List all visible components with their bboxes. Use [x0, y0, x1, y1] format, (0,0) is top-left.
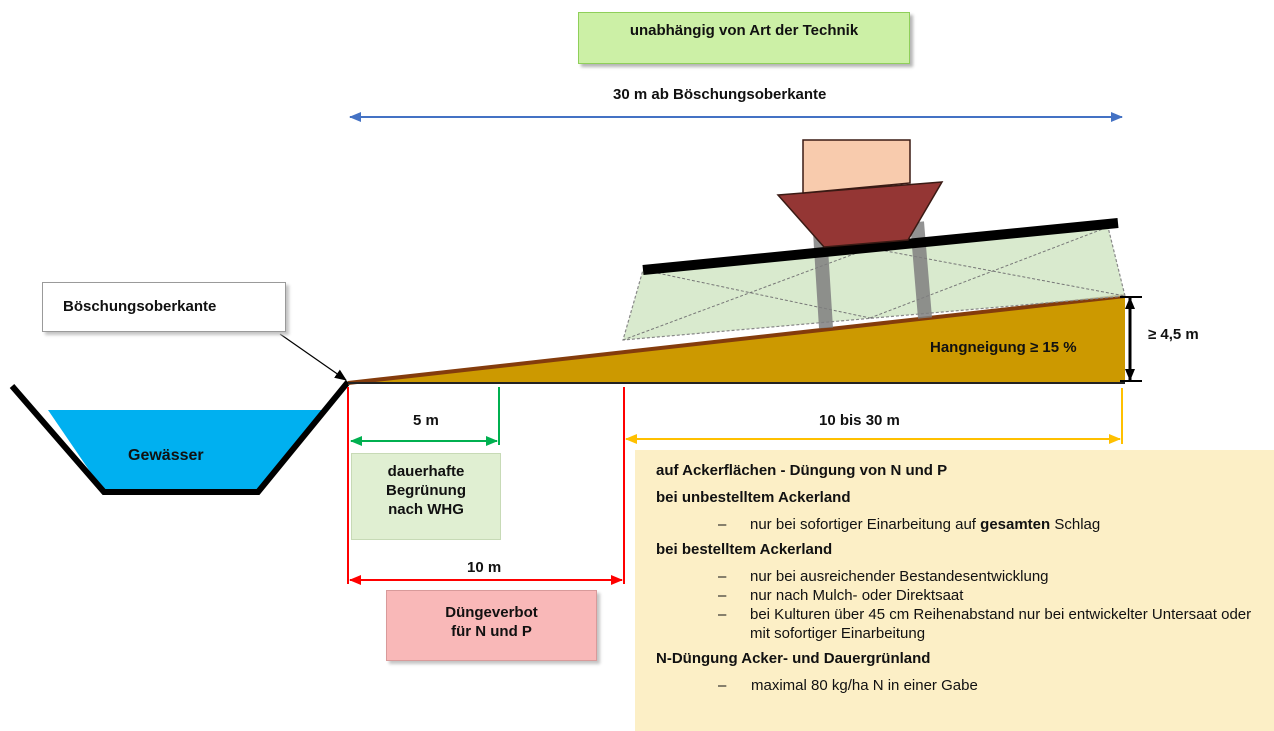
dim-30m-label: 30 m ab Böschungsoberkante — [613, 86, 827, 103]
spread-diagonal-left — [622, 247, 871, 341]
ban-line-2: für N und P — [451, 623, 532, 640]
dim-10-30m-label: 10 bis 30 m — [819, 412, 900, 429]
water-basin-outline — [9, 380, 351, 495]
boeschung-label: Böschungsoberkante — [63, 298, 217, 315]
unsown-item-pre: nur bei sofortiger Einarbeitung auf — [750, 516, 981, 533]
unsown-item-post: Schlag — [1050, 516, 1101, 533]
spreader-boom — [642, 218, 1119, 275]
n-fertilization-heading: N-Düngung Acker- und Dauergrünland — [656, 650, 931, 667]
sown-item-1-text: nur bei ausreichender Bestandesentwicklu… — [750, 568, 1049, 585]
water-label: Gewässer — [128, 447, 204, 464]
spread-diagonal-right — [869, 247, 1126, 297]
spread-diagonal-right-low — [869, 226, 1109, 319]
sown-heading: bei bestelltem Ackerland — [656, 541, 833, 558]
height-label: ≥ 4,5 m — [1148, 326, 1199, 343]
sown-item-3-text: bei Kulturen über 45 cm Reihenabstand nu… — [750, 606, 1252, 642]
greening-line-1: dauerhafte — [387, 463, 465, 480]
n-fertilization-item: – maximal 80 kg/ha N in einer Gabe — [656, 676, 1274, 695]
slope-label: Hangneigung ≥ 15 % — [930, 339, 1077, 356]
bullet-dash: – — [718, 677, 727, 694]
slope-top-edge — [347, 294, 1126, 385]
fertilization-rules-panel: auf Ackerflächen - Düngung von N und P b… — [635, 450, 1274, 731]
sown-item-1: – nur bei ausreichender Bestandesentwick… — [656, 567, 1274, 586]
spreader-hopper — [776, 181, 944, 248]
bullet-dash: – — [718, 606, 727, 623]
n-fertilization-item-text: maximal 80 kg/ha N in einer Gabe — [751, 677, 978, 694]
unsown-item-bold: gesamten — [980, 516, 1051, 533]
spreader-cab — [802, 139, 911, 194]
sown-item-3: – bei Kulturen über 45 cm Reihenabstand … — [656, 605, 1274, 643]
sown-item-2-text: nur nach Mulch- oder Direktsaat — [750, 587, 964, 604]
bullet-dash: – — [718, 587, 727, 604]
ban-line-1: Düngeverbot — [445, 604, 538, 621]
technique-note-text: unabhängig von Art der Technik — [629, 22, 859, 39]
boeschung-label-box: Böschungsoberkante — [42, 282, 286, 332]
greening-line-2: Begrünung — [386, 482, 466, 499]
permanent-greening-box: dauerhafte Begrünung nach WHG — [351, 453, 501, 540]
spreader-leg-right — [910, 221, 932, 319]
boeschung-pointer — [279, 333, 347, 381]
bullet-dash: – — [718, 568, 727, 585]
rules-title: auf Ackerflächen - Düngung von N und P — [656, 462, 948, 479]
unsown-heading: bei unbestelltem Ackerland — [656, 489, 851, 506]
water-body — [48, 410, 322, 492]
greening-line-3: nach WHG — [388, 501, 464, 518]
unsown-item: – nur bei sofortiger Einarbeitung auf ge… — [656, 515, 1274, 534]
bullet-dash: – — [718, 516, 727, 533]
spread-diagonal-left-low — [642, 269, 871, 319]
sown-item-2: – nur nach Mulch- oder Direktsaat — [656, 586, 1274, 605]
dim-10m-label: 10 m — [467, 559, 502, 576]
fertilizer-ban-box: Düngeverbot für N und P — [386, 590, 597, 661]
technique-note-box: unabhängig von Art der Technik — [578, 12, 910, 64]
dim-5m-label: 5 m — [413, 412, 439, 429]
